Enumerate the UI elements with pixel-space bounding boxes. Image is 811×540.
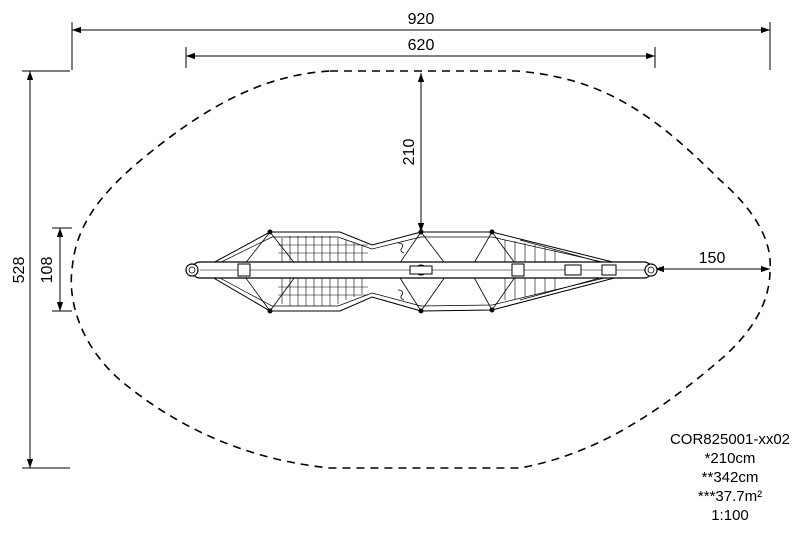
dimension-inner-width [185, 47, 656, 68]
dimension-equipment-depth [52, 227, 72, 312]
dimension-total-width [71, 22, 771, 70]
dimension-clearance-end-label: 150 [699, 250, 726, 267]
safety-area: ***37.7m² [697, 488, 763, 505]
drawing-scale: 1:100 [711, 507, 749, 524]
free-height: **342cm [701, 469, 759, 486]
dimension-equipment-depth-label: 108 [39, 257, 56, 284]
equipment-top-view [185, 229, 658, 314]
dimension-inner-width-label: 620 [408, 37, 435, 54]
fall-height: *210cm [704, 450, 756, 467]
dimension-total-depth [22, 70, 70, 469]
dimension-clearance-top-label: 210 [401, 139, 418, 166]
dimension-total-depth-label: 528 [11, 257, 28, 284]
dimension-total-width-label: 920 [408, 11, 435, 28]
safety-zone-outline [70, 70, 771, 469]
product-code: COR825001-xx02 [669, 431, 791, 448]
